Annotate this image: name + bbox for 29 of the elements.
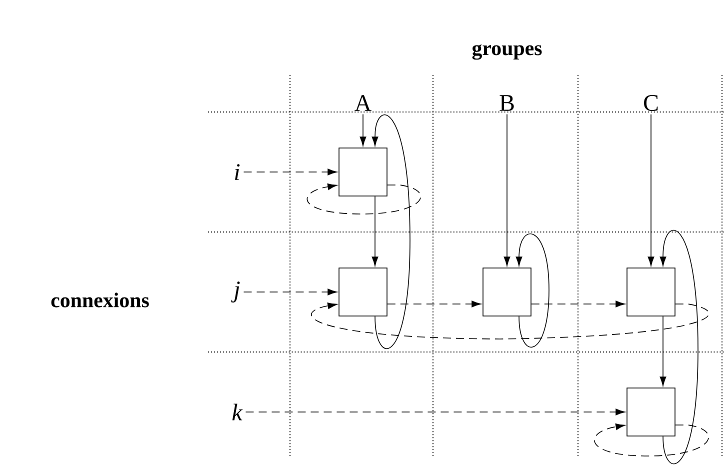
arrow bbox=[372, 114, 410, 349]
row-heading: connexions bbox=[51, 292, 149, 308]
column-letter: A bbox=[354, 95, 372, 111]
column-heading: groupes bbox=[472, 44, 542, 60]
dashed-arrow bbox=[306, 183, 421, 214]
process-box bbox=[338, 148, 388, 196]
arrow bbox=[360, 114, 366, 146]
arrow bbox=[372, 196, 378, 266]
column-letter: B bbox=[500, 95, 514, 111]
column-letter: C bbox=[644, 94, 658, 112]
arrow bbox=[516, 233, 550, 348]
process-box bbox=[626, 388, 676, 436]
row-letter: k bbox=[232, 404, 243, 420]
dashed-arrow bbox=[387, 300, 482, 308]
row-letter: j bbox=[231, 282, 240, 302]
dashed-arrow bbox=[243, 168, 338, 176]
dashed-arrow bbox=[243, 288, 338, 296]
dashed-arrow bbox=[594, 424, 709, 456]
dashed-arrow bbox=[311, 302, 710, 340]
process-box bbox=[482, 268, 532, 316]
process-box bbox=[338, 268, 388, 316]
arrow bbox=[504, 114, 510, 266]
row-letter: i bbox=[235, 164, 240, 180]
dashed-arrow bbox=[245, 408, 626, 416]
arrow bbox=[648, 114, 654, 266]
arrow bbox=[660, 230, 698, 464]
arrow bbox=[660, 316, 666, 386]
dashed-arrow bbox=[531, 300, 626, 308]
process-box bbox=[626, 268, 676, 316]
